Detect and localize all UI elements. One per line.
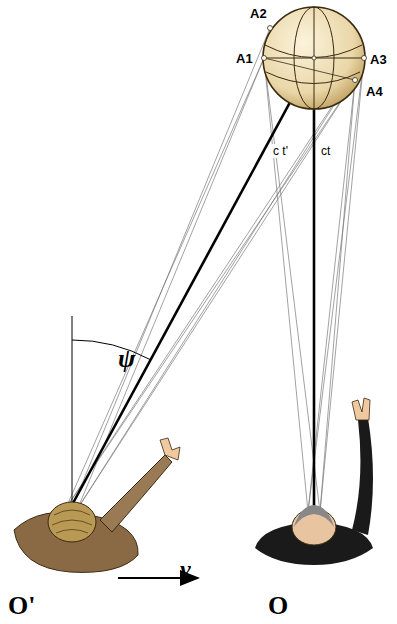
angle-arc [72, 340, 151, 360]
point-label: A2 [250, 6, 267, 21]
observer-rest [255, 398, 373, 565]
ray-ct [313, 58, 316, 515]
vertical-reference [72, 316, 73, 505]
sphere [262, 7, 367, 109]
velocity-label: v [180, 556, 191, 583]
observer-label: O' [8, 591, 35, 621]
point-label: A1 [236, 51, 253, 66]
point-label: A4 [366, 84, 383, 99]
distance-label: ct [320, 144, 331, 158]
observer-moving [14, 438, 180, 572]
ray-ct-prime [72, 58, 314, 505]
point-label: A3 [370, 52, 387, 67]
angle-label: ψ [118, 344, 135, 374]
observer-label: O [268, 591, 288, 621]
distance-label: c t' [272, 144, 289, 158]
